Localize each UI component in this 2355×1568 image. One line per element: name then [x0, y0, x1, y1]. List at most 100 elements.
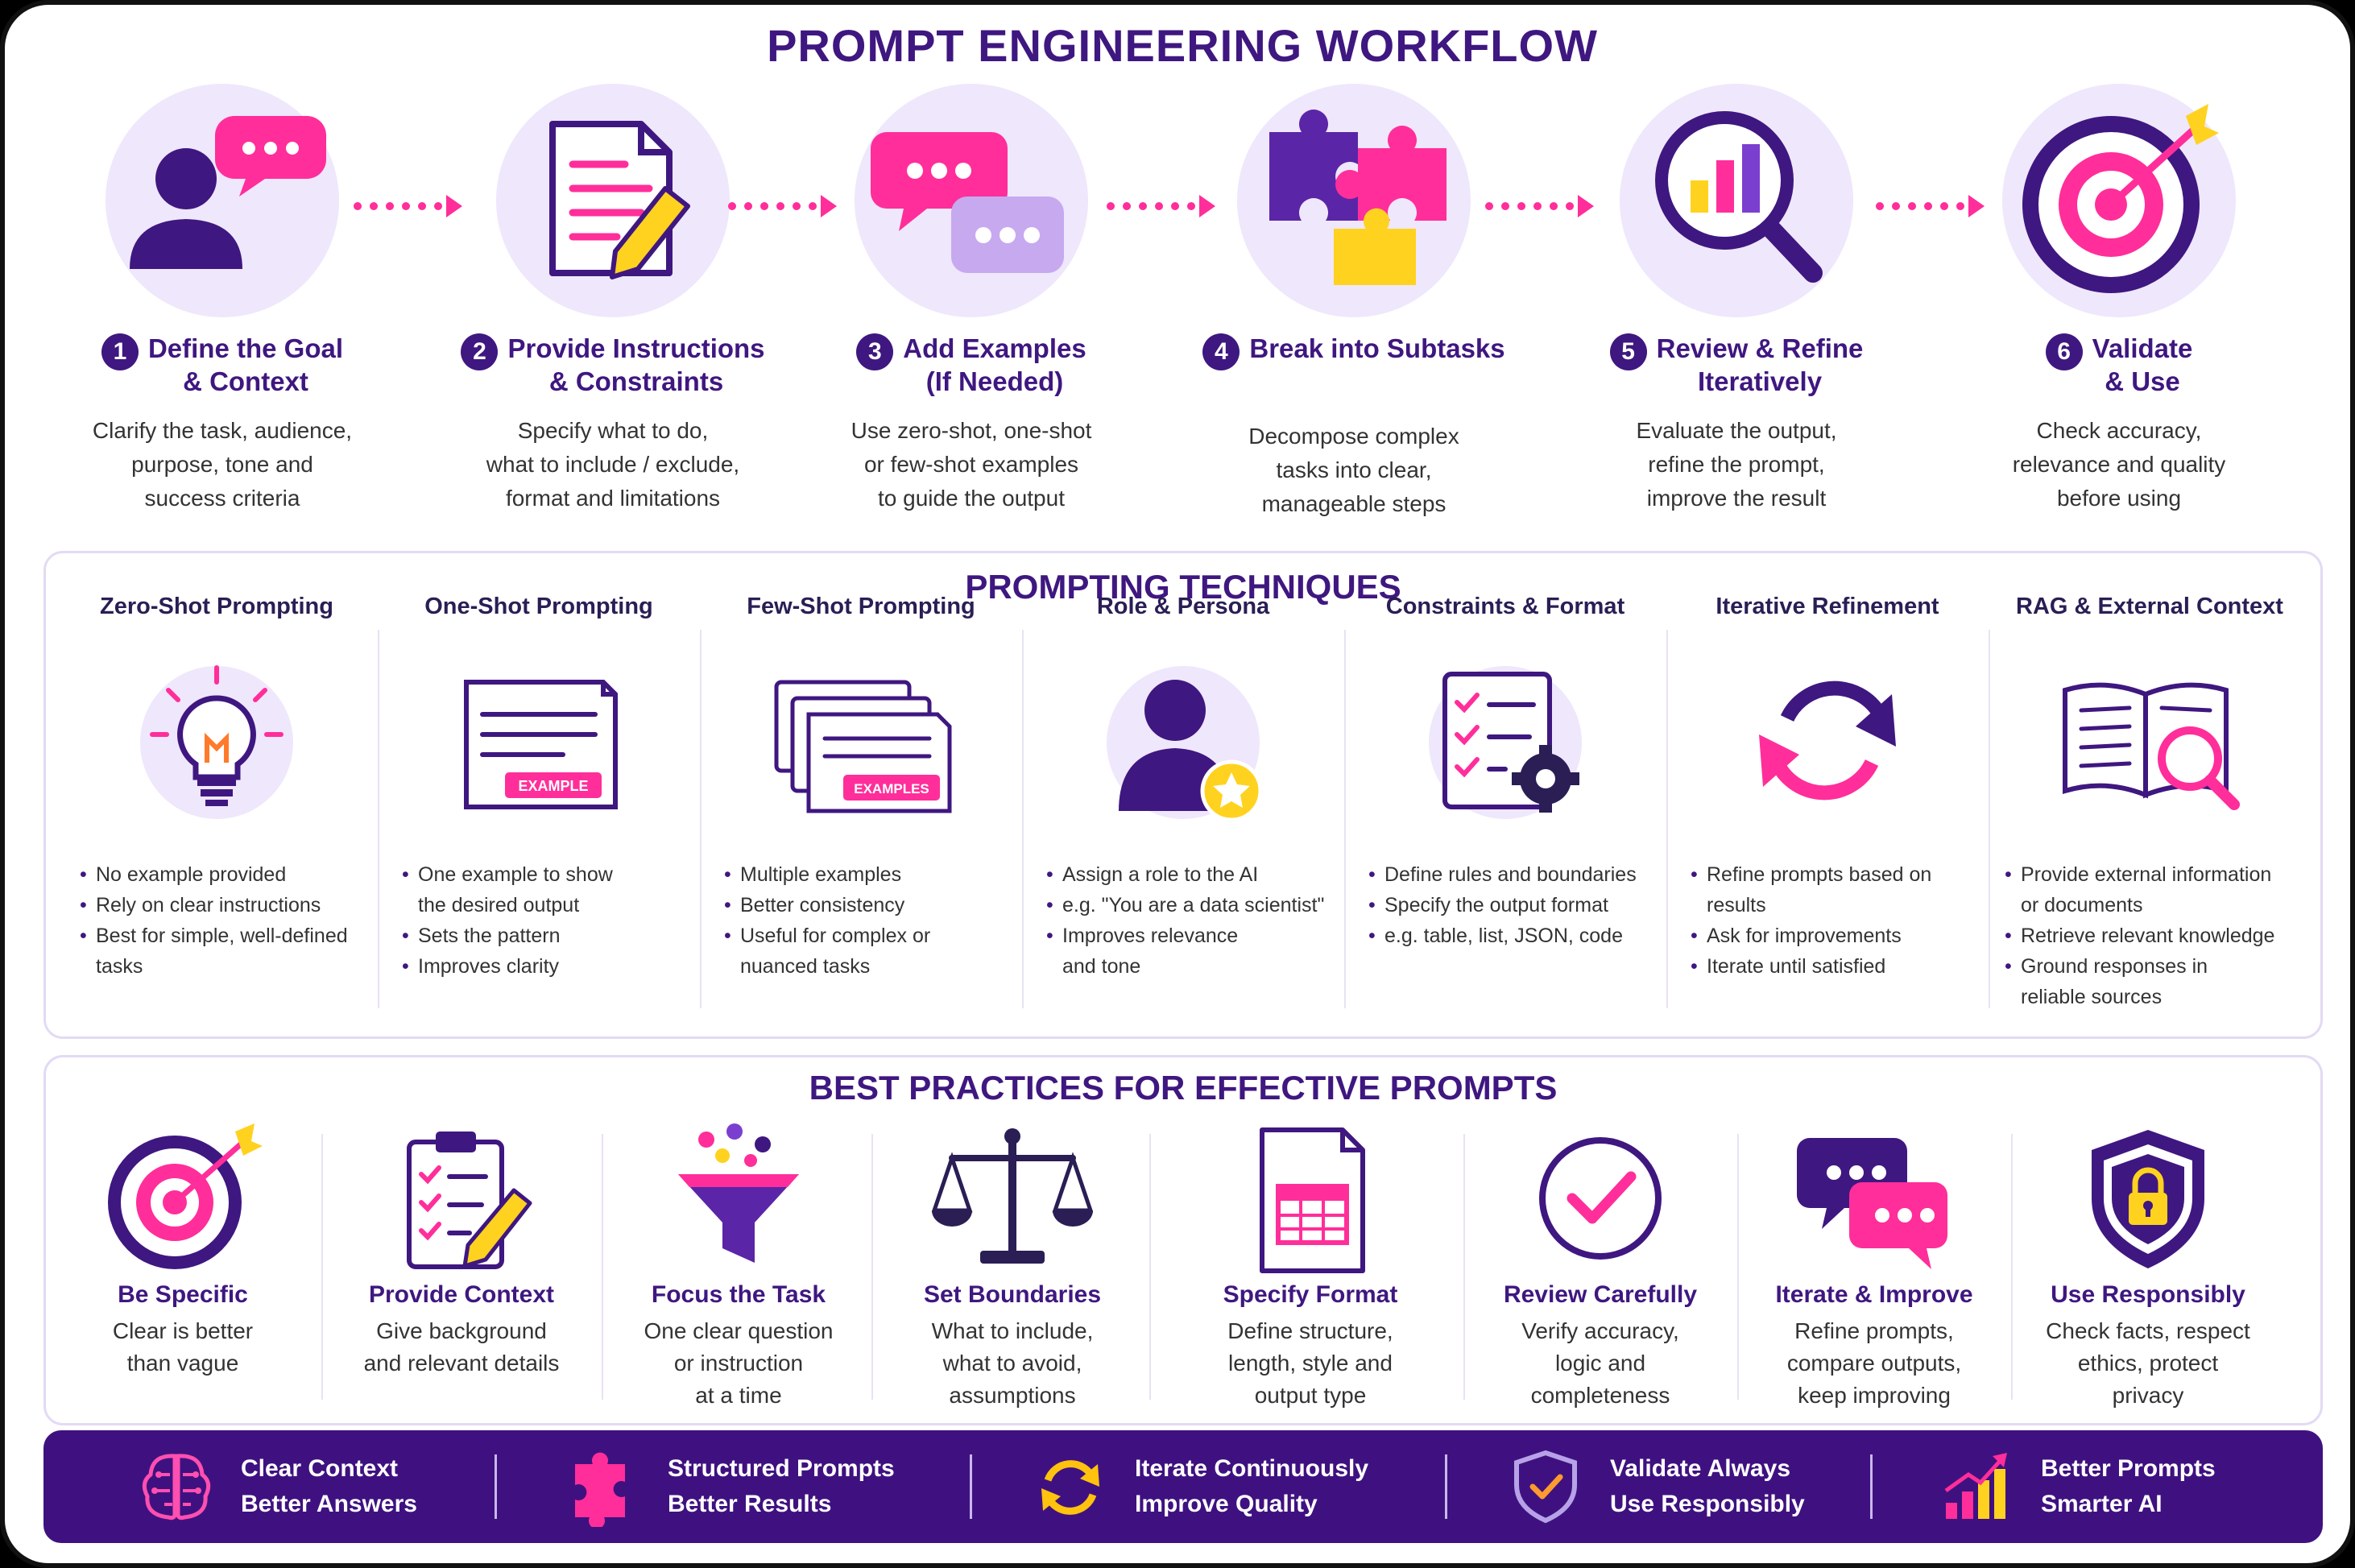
practice-description: What to include,what to avoid,assumption… [931, 1318, 1094, 1408]
techniques-panel: PROMPTING TECHNIQUES Zero-Shot Prompting… [43, 551, 2323, 1039]
shield-check-icon [1514, 1450, 1577, 1524]
target-icon [2022, 104, 2219, 293]
practice-title: Provide Context [368, 1281, 555, 1308]
check-circle-icon [1539, 1137, 1662, 1260]
book-magnifier-icon [2063, 682, 2240, 810]
step-title: Break into Subtasks [1249, 333, 1505, 363]
technique-title: Iterative Refinement [1716, 594, 1939, 619]
brain-circuit-icon [142, 1454, 211, 1520]
workflow-icon-circle [2002, 84, 2236, 317]
technique-bullets: Assign a role to the AI e.g. "You are a … [1046, 859, 1344, 982]
chat-bubbles-icon [871, 132, 1064, 273]
examples-stack-icon: EXAMPLES [774, 680, 952, 813]
magnifier-chart-icon [1655, 111, 1823, 283]
example-badge-label: EXAMPLE [518, 778, 588, 794]
chat-bubbles-icon [1797, 1138, 1947, 1269]
technique-bullets: No example provided Rely on clear instru… [80, 859, 378, 982]
shield-lock-icon [2092, 1130, 2204, 1268]
practice-title: Use Responsibly [2051, 1281, 2245, 1308]
workflow-icon-circle [1237, 84, 1471, 317]
technique-title: Role & Persona [1096, 594, 1270, 619]
practice-title: Review Carefully [1503, 1281, 1698, 1308]
workflow-icon-circle [1620, 84, 1853, 317]
document-pencil-icon [549, 121, 690, 279]
page-title: PROMPT ENGINEERING WORKFLOW [767, 20, 1598, 71]
person-chat-icon [130, 116, 326, 269]
step-number: 4 [1202, 333, 1240, 370]
practice-title: Set Boundaries [923, 1281, 1102, 1308]
growth-chart-icon [1944, 1453, 2007, 1519]
step-number: 3 [856, 333, 894, 370]
technique-constraints-format: Constraints & Format Define rules and bo… [1344, 553, 1666, 1036]
dotted-arrow-icon [1876, 195, 1985, 217]
clipboard-pencil-icon [407, 1132, 532, 1269]
dotted-arrow-icon [354, 195, 462, 217]
step-number: 5 [1609, 333, 1647, 370]
technique-bullets: Define rules and boundaries Specify the … [1368, 859, 1666, 951]
technique-bullets: Multiple examples Better consistency Use… [724, 859, 1022, 982]
persona-star-icon [1107, 666, 1263, 819]
best-practices-title: BEST PRACTICES FOR EFFECTIVE PROMPTS [809, 1069, 1558, 1107]
best-practices-panel: BEST PRACTICES FOR EFFECTIVE PROMPTS Be … [43, 1055, 2323, 1425]
step-number: 6 [2045, 333, 2083, 370]
step-description: Clarify the task, audience,purpose, tone… [92, 418, 353, 511]
table-document-icon [1260, 1127, 1365, 1273]
technique-iterative-refinement: Iterative Refinement Refine prompts base… [1666, 553, 1989, 1036]
technique-one-shot: One-Shot Prompting EXAMPLE One example t… [378, 553, 700, 1036]
technique-title: Few-Shot Prompting [747, 594, 975, 619]
dotted-arrow-icon [1107, 195, 1215, 217]
technique-role-persona: Role & Persona Assign a role to the AI e… [1022, 553, 1344, 1036]
technique-title: Constraints & Format [1385, 594, 1625, 619]
funnel-icon [678, 1123, 799, 1263]
technique-title: One-Shot Prompting [424, 594, 653, 619]
practice-title: Focus the Task [651, 1281, 826, 1308]
step-number: 2 [461, 333, 499, 370]
step-title: Provide Instructions& Constraints [507, 333, 765, 396]
workflow-icon-circle [106, 84, 339, 317]
step-number: 1 [101, 333, 139, 370]
step-description: Specify what to do,what to include / exc… [486, 418, 740, 511]
puzzle-piece-icon [575, 1452, 625, 1527]
step-title: Validate& Use [2092, 333, 2193, 396]
puzzle-icon [1269, 110, 1447, 285]
technique-title: Zero-Shot Prompting [100, 594, 333, 619]
technique-title: RAG & External Context [2016, 594, 2283, 619]
scales-icon [932, 1128, 1093, 1264]
workflow-step-validate: 6 Validate& Use Check accuracy,relevance… [1930, 84, 2308, 515]
practice-title: Be Specific [118, 1281, 248, 1308]
example-card-icon: EXAMPLE [464, 680, 618, 809]
workflow-icon-circle [855, 84, 1088, 317]
technique-zero-shot: Zero-Shot Prompting No example provided … [56, 553, 378, 1036]
technique-few-shot: Few-Shot Prompting EXAMPLES Multiple exa… [700, 553, 1022, 1036]
checklist-gear-icon [1429, 666, 1582, 819]
step-title: Define the Goal& Context [147, 333, 344, 396]
dotted-arrow-icon [1485, 195, 1594, 217]
step-description: Evaluate the output,refine the prompt,im… [1636, 418, 1837, 511]
